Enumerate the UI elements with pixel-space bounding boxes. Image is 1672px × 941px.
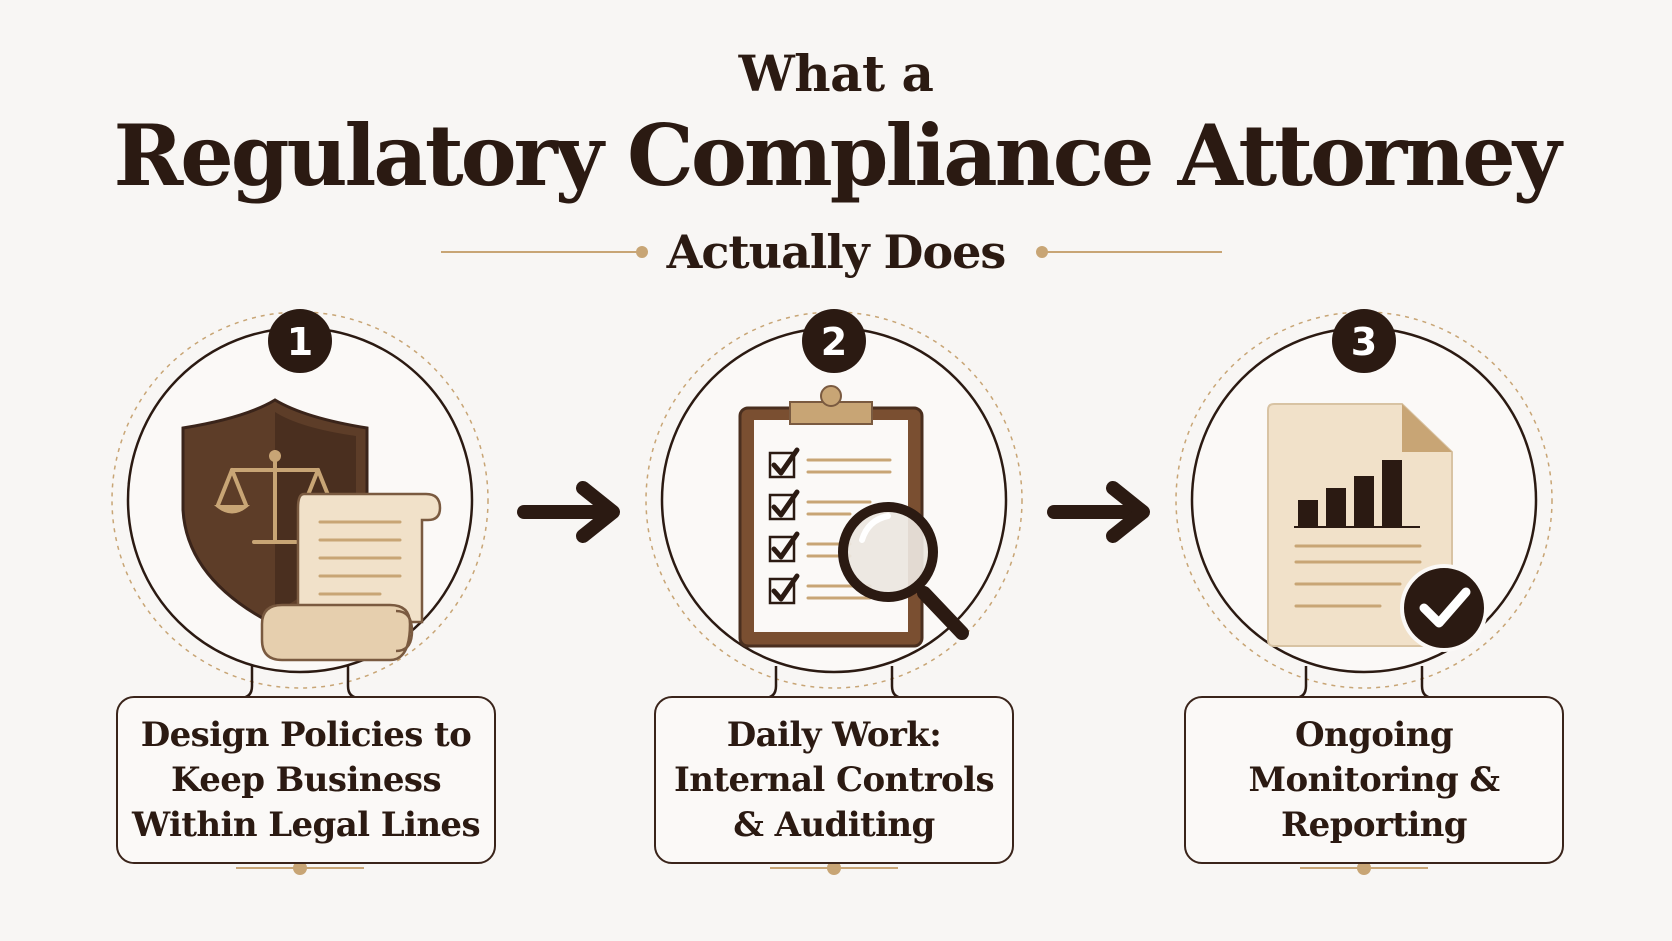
- clipboard-clip: [789, 401, 873, 425]
- step-3-label: Ongoing Monitoring & Reporting: [1248, 714, 1501, 845]
- arrow-right-icon: [576, 481, 620, 543]
- bar-chart-icon: [1298, 460, 1402, 526]
- step-2: 2: [645, 309, 1023, 700]
- step-3-label-box: Ongoing Monitoring & Reporting: [1184, 696, 1564, 864]
- document-fold: [1402, 404, 1452, 452]
- step-1: 1: [111, 309, 489, 700]
- magnifier-icon: [838, 502, 969, 640]
- subtitle-rule-left-dot: [636, 246, 648, 258]
- step-3-number: 3: [1351, 320, 1377, 364]
- step-2-label-box: Daily Work: Internal Controls & Auditing: [654, 696, 1014, 864]
- report-chart-checkmark-icon: [1267, 403, 1488, 652]
- arrow-2: [1047, 481, 1150, 543]
- clipboard-checklist-magnifier-icon: [738, 385, 969, 648]
- subtitle-rule-left: [441, 251, 637, 253]
- shield-scales-scroll-icon: [181, 398, 442, 662]
- scroll-icon: [260, 492, 442, 662]
- checkmark-badge: [1400, 564, 1488, 652]
- label-ornaments: [236, 861, 1428, 875]
- step-2-number-badge: [802, 309, 866, 373]
- step-3: 3: [1175, 309, 1553, 700]
- step-1-label-box: Design Policies to Keep Business Within …: [116, 696, 496, 864]
- checkmark-icon: [1419, 587, 1471, 628]
- step-2-label: Daily Work: Internal Controls & Auditing: [674, 714, 995, 845]
- step-1-label: Design Policies to Keep Business Within …: [132, 714, 481, 845]
- checklist-icon: [768, 447, 892, 605]
- scales-top: [269, 450, 281, 462]
- step-1-number: 1: [287, 320, 313, 364]
- title-line-2: Regulatory Compliance Attorney: [113, 106, 1561, 205]
- step-1-number-badge: [268, 309, 332, 373]
- arrow-right-icon: [1106, 481, 1150, 543]
- subtitle-rule-right-dot: [1036, 246, 1048, 258]
- subtitle: Actually Does: [666, 225, 1007, 279]
- arrow-1: [517, 481, 620, 543]
- report-lines: [1294, 544, 1422, 608]
- scales-left-pan: [214, 505, 250, 514]
- subtitle-rule-right: [1046, 251, 1222, 253]
- clipboard-clip-ring: [820, 385, 842, 407]
- step-3-number-badge: [1332, 309, 1396, 373]
- step-2-number: 2: [821, 320, 847, 364]
- title-line-1: What a: [738, 44, 934, 103]
